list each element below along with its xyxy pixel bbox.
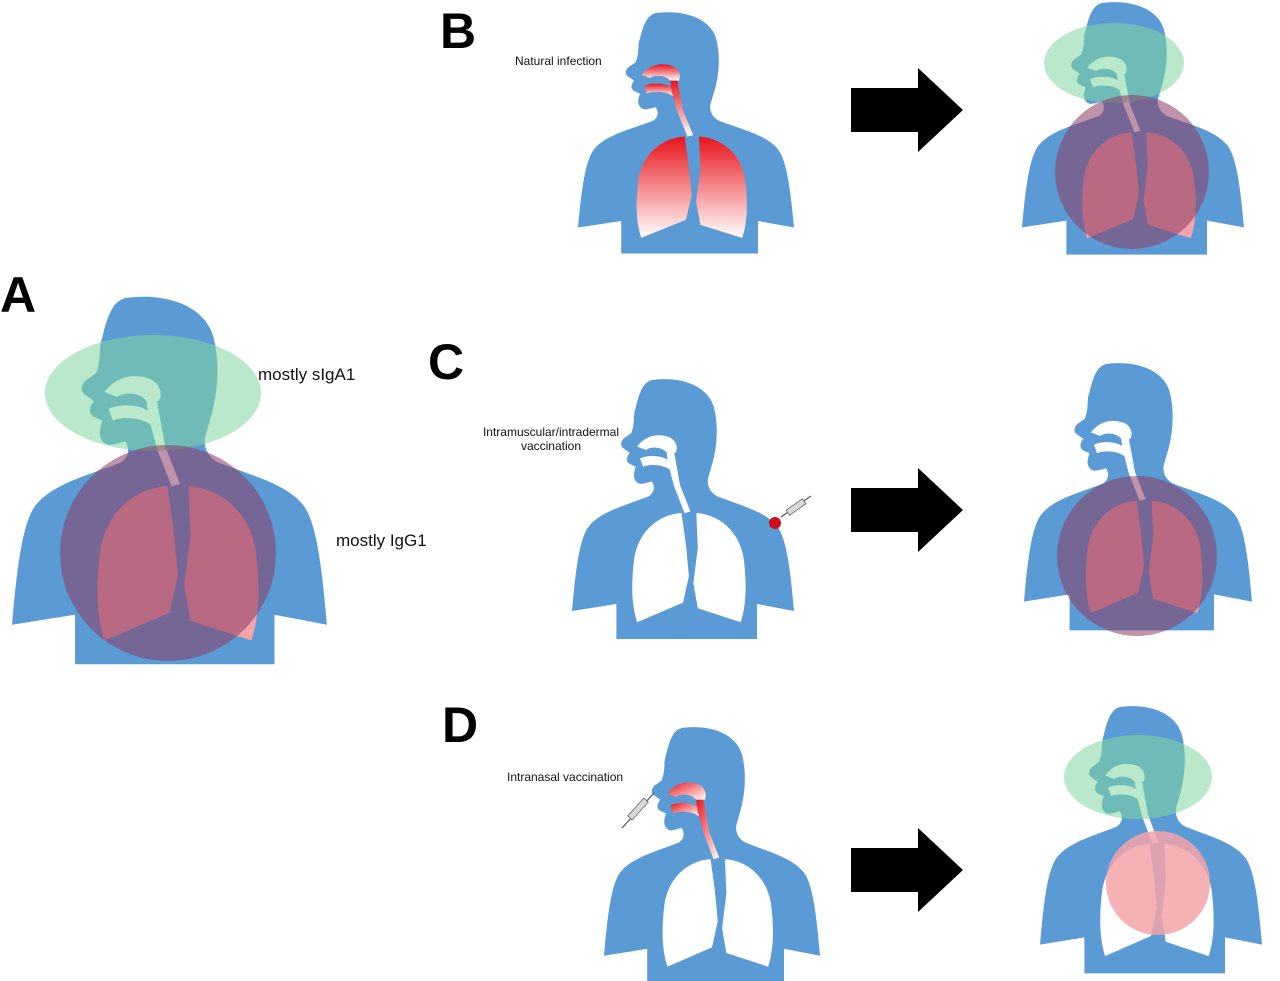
panel-c-route-label: Intramuscular/intradermal vaccination — [456, 425, 646, 453]
panel-c-arrow-icon — [851, 468, 963, 552]
panel-a-letter: A — [0, 267, 37, 323]
panel-c-letter: C — [428, 334, 465, 390]
panel-a-upper-label: mostly sIgA1 — [258, 365, 356, 384]
syringe-icon-c — [780, 495, 812, 518]
panel-b-arrow-icon — [851, 68, 963, 152]
panel-d-mucosal-zone — [1064, 735, 1212, 819]
panel-a-mucosal-zone — [45, 335, 261, 451]
panel-c-route-label-line1: Intramuscular/intradermal — [482, 425, 620, 439]
panel-b-systemic-zone — [1055, 95, 1209, 249]
panel-d-left-figure — [604, 727, 820, 981]
panel-c-route-label-line2: vaccination — [520, 439, 582, 453]
panel-b-route-label: Natural infection — [515, 54, 602, 68]
panel-a-lower-label: mostly IgG1 — [336, 531, 427, 550]
panel-d-route-label: Intranasal vaccination — [507, 770, 624, 784]
injection-site-icon — [769, 517, 781, 529]
panel-d-lung-zone — [1106, 831, 1210, 935]
panel-c-left-figure — [572, 379, 794, 639]
panel-b-mucosal-zone — [1044, 23, 1184, 103]
panel-c-systemic-zone — [1057, 476, 1217, 636]
panel-d-letter: D — [442, 697, 479, 753]
panel-b-left-figure — [578, 12, 794, 254]
panel-a-systemic-zone — [60, 445, 276, 661]
syringe-icon-d — [621, 792, 655, 829]
panel-b-letter: B — [440, 3, 477, 59]
panel-d-arrow-icon — [851, 828, 963, 912]
